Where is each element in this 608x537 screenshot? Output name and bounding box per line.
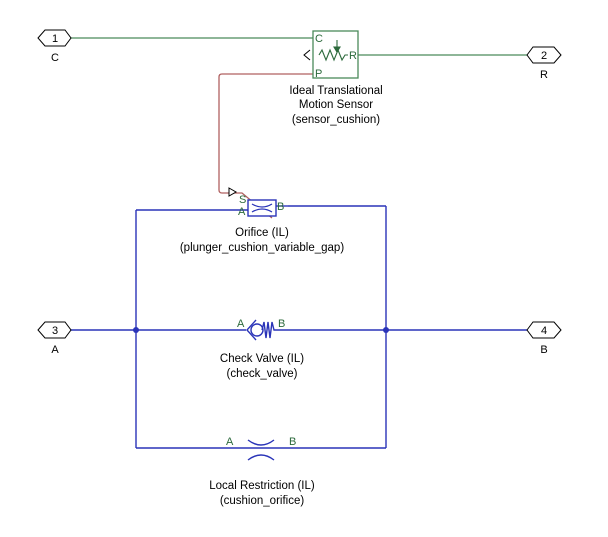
port-3-a[interactable]: 3 A bbox=[37, 321, 72, 356]
junction-left bbox=[133, 327, 139, 333]
wire-p-to-s[interactable] bbox=[218, 73, 313, 219]
check-valve-instance: (check_valve) bbox=[227, 368, 298, 380]
spring-resistor-icon bbox=[318, 40, 348, 62]
junction-right bbox=[383, 327, 389, 333]
check-valve-icon bbox=[246, 319, 276, 341]
orifice-instance: (plunger_cushion_variable_gap) bbox=[180, 242, 344, 254]
sensor-port-c: C bbox=[315, 33, 323, 45]
check-valve-port-b: B bbox=[278, 318, 285, 330]
local-restriction-block[interactable]: A B bbox=[226, 436, 296, 461]
check-valve-title: Check Valve (IL) bbox=[220, 353, 304, 365]
orifice-block[interactable]: S A B bbox=[228, 187, 288, 218]
port-name: C bbox=[51, 52, 59, 64]
orifice-port-b: B bbox=[277, 201, 284, 213]
check-valve-block[interactable]: A B bbox=[237, 318, 285, 341]
port-number: 4 bbox=[541, 325, 547, 337]
check-valve-port-a: A bbox=[237, 318, 245, 330]
sensor-port-p: P bbox=[315, 68, 322, 80]
restriction-icon bbox=[247, 439, 275, 461]
port-1-c[interactable]: 1 C bbox=[37, 29, 72, 64]
variable-orifice-icon bbox=[251, 203, 273, 213]
orifice-port-s: S bbox=[239, 194, 246, 206]
port-number: 3 bbox=[52, 325, 58, 337]
restriction-port-a: A bbox=[226, 436, 234, 448]
sensor-title-line1: Ideal Translational bbox=[289, 85, 382, 97]
port-number: 1 bbox=[52, 33, 58, 45]
port-number: 2 bbox=[541, 50, 547, 62]
restriction-port-b: B bbox=[289, 436, 296, 448]
signal-input-arrow-icon bbox=[228, 187, 238, 197]
port-name: A bbox=[51, 344, 59, 356]
port-name: B bbox=[540, 344, 547, 356]
restriction-instance: (cushion_orifice) bbox=[220, 495, 305, 507]
sensor-block[interactable]: C R P bbox=[303, 30, 359, 80]
orifice-port-a: A bbox=[238, 206, 246, 218]
sensor-port-r: R bbox=[349, 50, 357, 62]
sensor-v-port-icon bbox=[303, 49, 311, 61]
sensor-instance: (sensor_cushion) bbox=[292, 114, 380, 126]
port-4-b[interactable]: 4 B bbox=[526, 321, 562, 356]
restriction-title: Local Restriction (IL) bbox=[209, 480, 315, 492]
orifice-title: Orifice (IL) bbox=[235, 227, 289, 239]
port-2-r[interactable]: 2 R bbox=[526, 46, 562, 81]
port-name: R bbox=[540, 69, 548, 81]
sensor-title-line2: Motion Sensor bbox=[299, 99, 373, 111]
